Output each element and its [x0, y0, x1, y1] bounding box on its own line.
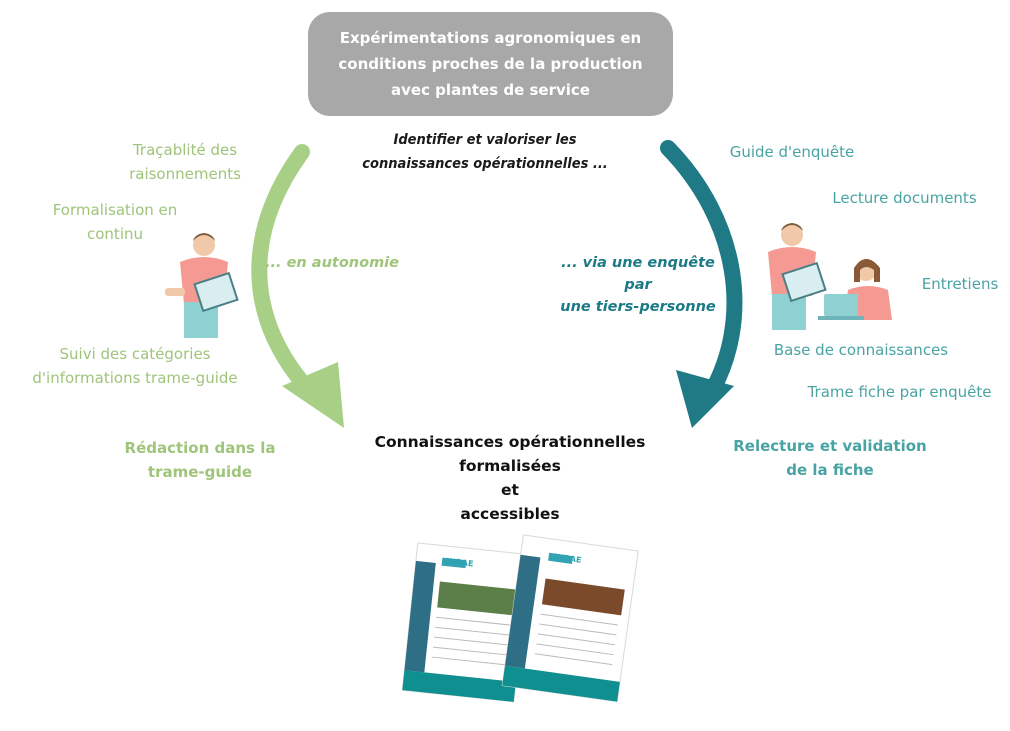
- left-final-step: Rédaction dans la trame-guide: [124, 439, 276, 481]
- context-line-1: Expérimentations agronomiques en: [339, 29, 642, 47]
- context-box: Expérimentations agronomiques en conditi…: [308, 12, 673, 116]
- left-branch-label: ... en autonomie: [265, 255, 399, 271]
- objective-line-1: Identifier et valoriser les: [393, 132, 577, 148]
- context-line-3: avec plantes de service: [391, 81, 590, 99]
- left-item-suivi: Suivi des catégories d'informations tram…: [32, 345, 238, 387]
- context-line-2: conditions proches de la production: [338, 55, 643, 73]
- right-branch-label: ... via une enquête par une tiers-person…: [560, 255, 716, 315]
- fact-sheet-documents: [401, 534, 639, 703]
- left-arrow: [251, 144, 326, 408]
- left-arrow-head: [282, 362, 344, 428]
- right-final-step: Relecture et validation de la fiche: [733, 437, 927, 479]
- right-item-entretiens: Entretiens: [921, 275, 999, 293]
- right-item-trame: Trame fiche par enquête: [807, 383, 992, 401]
- right-arrow: [660, 140, 743, 406]
- person-with-clipboard-illustration: [165, 233, 239, 338]
- right-item-lecture: Lecture documents: [832, 189, 977, 207]
- result-statement: Connaissances opérationnelles formalisée…: [374, 433, 646, 523]
- interview-illustration: [768, 223, 892, 330]
- objective-line-2: connaissances opérationnelles ...: [362, 156, 608, 172]
- right-arrow-head: [676, 370, 734, 428]
- right-item-base: Base de connaissances: [773, 341, 949, 359]
- left-item-tracability: Traçablité des raisonnements: [129, 141, 241, 183]
- left-item-formalisation: Formalisation en continu: [52, 201, 178, 243]
- right-item-guide: Guide d'enquête: [729, 143, 855, 161]
- central-objective: Identifier et valoriser les connaissance…: [330, 128, 640, 176]
